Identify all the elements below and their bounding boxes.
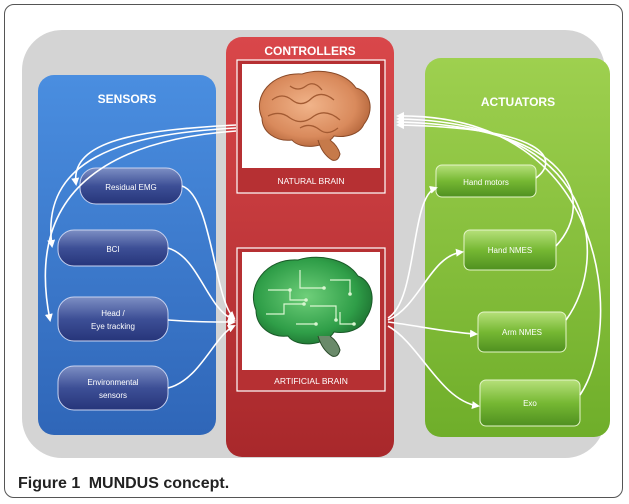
arrow-hand-nmes-to-natural [396,118,575,247]
controller-artificial-brain: ARTIFICIAL BRAIN [236,247,386,392]
natural-brain-label: NATURAL BRAIN [277,176,344,186]
arrow-exo-to-natural [396,111,602,396]
arrow-arm-nmes-to-natural [396,115,589,321]
actuator-label: Hand NMES [488,246,532,255]
actuator-hand-nmes: Hand NMES [463,229,557,271]
sensor-label: Head / [101,309,125,318]
circuit-brain-icon [252,256,373,357]
arrow-emg-to-artificial [181,185,236,320]
actuator-arrows [387,185,480,410]
arrow-artificial-to-arm-nmes [387,321,478,338]
figure-caption: Figure 1 MUNDUS concept. [18,475,229,493]
actuators-title: ACTUATORS [481,95,555,109]
actuator-hand-motors: Hand motors [435,164,537,198]
actuator-label: Arm NMES [502,328,542,337]
sensor-label: Environmental [87,378,138,387]
arrow-env-to-artificial [167,325,236,389]
arrow-hand-motors-to-natural [396,121,547,179]
feedback-arrows-right [396,111,602,396]
artificial-brain-label: ARTIFICIAL BRAIN [274,376,348,386]
arrow-artificial-to-hand-motors [387,185,438,319]
actuator-label: Hand motors [463,178,509,187]
figure-label: Figure 1 [18,475,81,492]
figure-caption-text: MUNDUS concept. [88,475,230,492]
sensor-label: BCI [106,245,119,254]
controllers-title: CONTROLLERS [264,44,355,58]
arrow-bci-to-artificial [167,247,236,322]
sensor-head-eye-tracking: Head / Eye tracking [57,296,169,342]
arrow-natural-to-bci [47,127,237,248]
sensor-environmental: Environmental sensors [57,365,169,411]
natural-brain-icon [258,70,371,161]
actuator-arm-nmes: Arm NMES [477,311,567,353]
sensor-label: Eye tracking [91,322,135,331]
sensor-label: Residual EMG [105,183,157,192]
actuator-label: Exo [523,399,537,408]
actuator-exo: Exo [479,379,581,427]
arrow-artificial-to-hand-nmes [387,248,464,321]
controller-natural-brain: NATURAL BRAIN [236,59,386,194]
sensor-label: sensors [99,391,127,400]
sensors-title: SENSORS [98,92,157,106]
arrow-natural-to-head [44,130,237,322]
arrow-artificial-to-exo [387,325,480,410]
feedback-arrows-left [44,124,237,322]
arrow-head-to-artificial [167,317,236,326]
sensor-arrows [167,185,236,389]
sensor-bci: BCI [57,229,169,267]
